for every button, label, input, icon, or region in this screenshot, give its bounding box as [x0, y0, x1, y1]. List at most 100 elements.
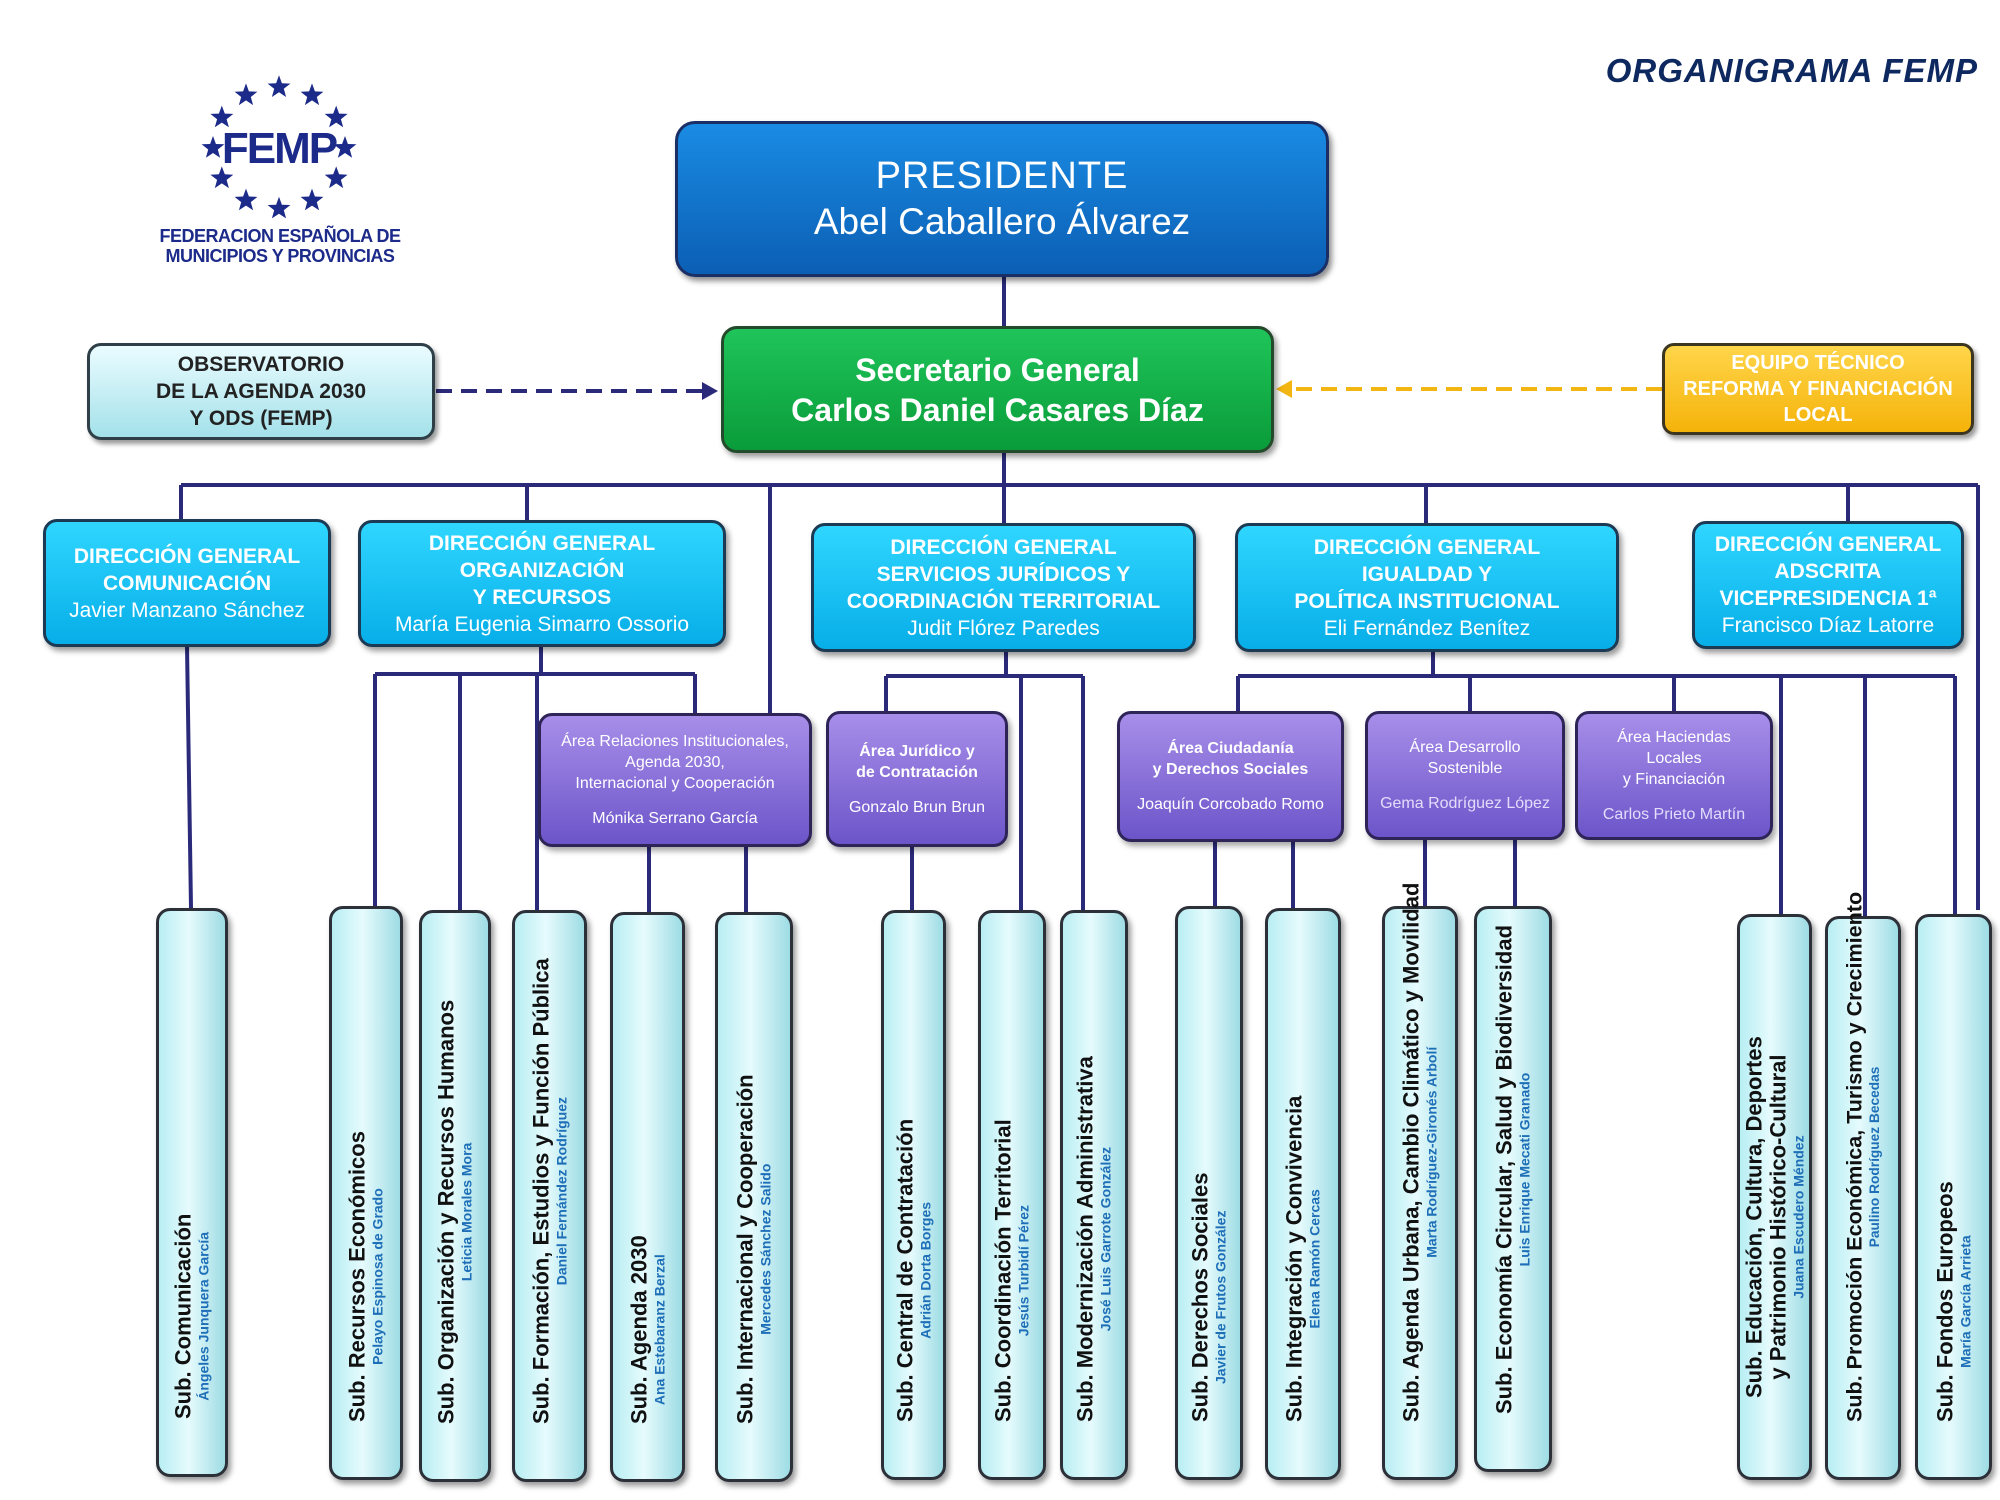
sub-educacion-cultura[interactable]: Sub. Educación, Cultura, Deportes y Patr… — [1737, 914, 1812, 1480]
sub-title: Sub. Central de Contratación — [892, 1118, 917, 1422]
equipo-line-3: LOCAL — [1783, 404, 1853, 426]
area-desarrollo-sostenible[interactable]: Área Desarrollo Sostenible Gema Rodrígue… — [1365, 711, 1565, 840]
sub-title: Sub. Recursos Económicos — [344, 1131, 370, 1422]
sub-head: Adrián Dorta Borges — [917, 1201, 933, 1339]
secretary-name: Carlos Daniel Casares Díaz — [791, 391, 1204, 428]
area-label: y Financiación — [1622, 770, 1726, 788]
sub-title: Sub. Organización y Recursos Humanos — [433, 999, 459, 1424]
sub-agenda-urbana[interactable]: Sub. Agenda Urbana, Cambio Climático y M… — [1382, 883, 1458, 1480]
sub-title: Sub. Promoción Económica, Turismo y Crec… — [1841, 891, 1867, 1422]
equipo-tecnico-box[interactable]: EQUIPO TÉCNICO REFORMA Y FINANCIACIÓN LO… — [1662, 343, 1974, 435]
logo-star-icon — [210, 166, 234, 189]
sub-head: Daniel Fernández Rodríguez — [553, 1097, 569, 1286]
direction-head: Eli Fernández Benítez — [1323, 616, 1531, 640]
sub-modernizacion-administrativa[interactable]: Sub. Modernización Administrativa José L… — [1060, 910, 1128, 1480]
direction-label: DIRECCIÓN GENERAL — [1313, 535, 1541, 559]
logo-star-icon — [201, 136, 225, 158]
area-juridico-contratacion[interactable]: Área Jurídico y de Contratación Gonzalo … — [826, 711, 1008, 847]
sub-fondos-europeos[interactable]: Sub. Fondos Europeos María García Arriet… — [1915, 914, 1992, 1480]
sub-title: Sub. Derechos Sociales — [1187, 1172, 1213, 1422]
sub-text: Sub. Fondos Europeos María García Arriet… — [1932, 1181, 1974, 1422]
secretary-general-box[interactable]: Secretario General Carlos Daniel Casares… — [721, 326, 1274, 453]
direction-label: VICEPRESIDENCIA 1ª — [1719, 587, 1937, 610]
sub-promocion-economica[interactable]: Sub. Promoción Económica, Turismo y Crec… — [1825, 892, 1901, 1480]
sub-organizacion-rrhh[interactable]: Sub. Organización y Recursos Humanos Let… — [419, 910, 491, 1482]
sub-coordinacion-territorial[interactable]: Sub. Coordinación Territorial Jesús Turb… — [978, 910, 1046, 1480]
logo-star-icon — [267, 196, 291, 219]
sub-text: Sub. Central de Contratación Adrián Dort… — [892, 1118, 934, 1422]
logo-star-icon — [333, 136, 357, 158]
sub-head: María García Arrieta — [1957, 1235, 1973, 1368]
sub-integracion-convivencia[interactable]: Sub. Integración y Convivencia Elena Ram… — [1265, 908, 1341, 1480]
direction-comunicacion[interactable]: DIRECCIÓN GENERAL COMUNICACIÓN Javier Ma… — [43, 519, 331, 647]
sub-derechos-sociales[interactable]: Sub. Derechos Sociales Javier de Frutos … — [1175, 906, 1243, 1480]
area-label: Locales — [1646, 749, 1702, 767]
logo-star-icon — [300, 83, 324, 106]
sub-recursos-economicos[interactable]: Sub. Recursos Económicos Pelayo Espinosa… — [329, 906, 403, 1480]
sub-head: Ángeles Junquera García — [195, 1231, 212, 1401]
sub-title: Sub. Agenda Urbana, Cambio Climático y M… — [1398, 882, 1424, 1422]
area-label: Internacional y Cooperación — [575, 775, 775, 792]
sub-head: Paulino Rodríguez Becedas — [1866, 1066, 1883, 1248]
logo-stars-ring — [201, 75, 357, 219]
president-name: Abel Caballero Álvarez — [813, 201, 1191, 242]
direction-igualdad[interactable]: DIRECCIÓN GENERAL IGUALDAD Y POLÍTICA IN… — [1235, 523, 1619, 652]
area-head: Gema Rodríguez López — [1380, 795, 1550, 812]
direction-vicepresidencia[interactable]: DIRECCIÓN GENERAL ADSCRITA VICEPRESIDENC… — [1692, 521, 1964, 649]
sub-text: Sub. Promoción Económica, Turismo y Crec… — [1841, 891, 1883, 1422]
direction-organizacion[interactable]: DIRECCIÓN GENERAL ORGANIZACIÓN Y RECURSO… — [358, 520, 726, 647]
sub-central-contratacion[interactable]: Sub. Central de Contratación Adrián Dort… — [881, 910, 946, 1480]
sub-title: Sub. Fondos Europeos — [1932, 1181, 1957, 1422]
area-label: Área Haciendas — [1617, 728, 1731, 746]
sub-title: Sub. Integración y Convivencia — [1281, 1095, 1307, 1422]
logo-star-icon — [234, 83, 258, 106]
area-haciendas-locales[interactable]: Área Haciendas Locales y Financiación Ca… — [1575, 711, 1773, 840]
direction-head: Francisco Díaz Latorre — [1721, 614, 1935, 637]
area-label: y Derechos Sociales — [1152, 761, 1309, 778]
logo-star-icon — [324, 166, 348, 189]
sub-title: Sub. Formación, Estudios y Función Públi… — [528, 958, 553, 1424]
sub-formacion-estudios[interactable]: Sub. Formación, Estudios y Función Públi… — [512, 910, 587, 1482]
logo-line-1: FEDERACION ESPAÑOLA DE — [159, 226, 401, 246]
sub-comunicacion[interactable]: Sub. Comunicación Ángeles Junquera Garcí… — [156, 908, 228, 1477]
logo-star-icon — [267, 75, 291, 97]
sub-title: Sub. Economía Circular, Salud y Biodiver… — [1491, 924, 1517, 1414]
direction-label: COORDINACIÓN TERRITORIAL — [846, 589, 1161, 613]
page-title: ORGANIGRAMA FEMP — [1605, 52, 1978, 89]
direction-head: María Eugenia Simarro Ossorio — [394, 612, 690, 636]
sub-head: Jesús Turbidí Pérez — [1015, 1205, 1032, 1337]
direction-juridicos[interactable]: DIRECCIÓN GENERAL SERVICIOS JURÍDICOS Y … — [811, 523, 1196, 652]
area-label: de Contratación — [856, 763, 978, 781]
president-box[interactable]: PRESIDENTE Abel Caballero Álvarez — [675, 121, 1329, 277]
area-head: Gonzalo Brun Brun — [848, 798, 986, 816]
direction-head: Javier Manzano Sánchez — [69, 598, 305, 622]
sub-head: Marta Rodríguez-Gironés Arbolí — [1423, 1046, 1440, 1258]
sub-agenda-2030[interactable]: Sub. Agenda 2030 Ana Estebaranz Berzal — [610, 912, 685, 1482]
president-title: PRESIDENTE — [875, 155, 1129, 197]
sub-title: Sub. Modernización Administrativa — [1072, 1056, 1098, 1422]
sub-text: Sub. Modernización Administrativa José L… — [1072, 1056, 1115, 1422]
sub-text: Sub. Agenda Urbana, Cambio Climático y M… — [1398, 882, 1441, 1422]
area-relaciones-institucionales[interactable]: Área Relaciones Institucionales, Agenda … — [538, 713, 812, 847]
sub-head: Leticia Morales Mora — [458, 1142, 475, 1282]
observatorio-line-2: DE LA AGENDA 2030 — [155, 380, 367, 403]
femp-logo: FEMP — [201, 75, 357, 219]
logo-star-icon — [210, 105, 234, 128]
equipo-line-1: EQUIPO TÉCNICO — [1731, 352, 1905, 374]
area-ciudadania[interactable]: Área Ciudadanía y Derechos Sociales Joaq… — [1117, 711, 1344, 842]
area-head: Mónika Serrano García — [592, 810, 758, 827]
direction-label: POLÍTICA INSTITUCIONAL — [1294, 589, 1560, 613]
sub-head: Luis Enrique Mecati Granado — [1516, 1072, 1533, 1267]
equipo-line-2: REFORMA Y FINANCIACIÓN — [1683, 378, 1953, 400]
sub-internacional-cooperacion[interactable]: Sub. Internacional y Cooperación Mercede… — [715, 912, 793, 1482]
sub-title: Sub. Educación, Cultura, Deportes — [1741, 1036, 1766, 1398]
sub-economia-circular[interactable]: Sub. Economía Circular, Salud y Biodiver… — [1474, 906, 1552, 1472]
observatorio-box[interactable]: OBSERVATORIO DE LA AGENDA 2030 Y ODS (FE… — [87, 343, 435, 440]
area-label: Área Ciudadanía — [1167, 740, 1294, 757]
sub-text: Sub. Comunicación Ángeles Junquera Garcí… — [171, 1214, 213, 1419]
area-head: Joaquín Corcobado Romo — [1137, 796, 1324, 813]
logo-line-2: MUNICIPIOS Y PROVINCIAS — [165, 246, 395, 266]
direction-label: DIRECCIÓN GENERAL — [73, 544, 301, 568]
sub-text: Sub. Derechos Sociales Javier de Frutos … — [1187, 1172, 1230, 1422]
